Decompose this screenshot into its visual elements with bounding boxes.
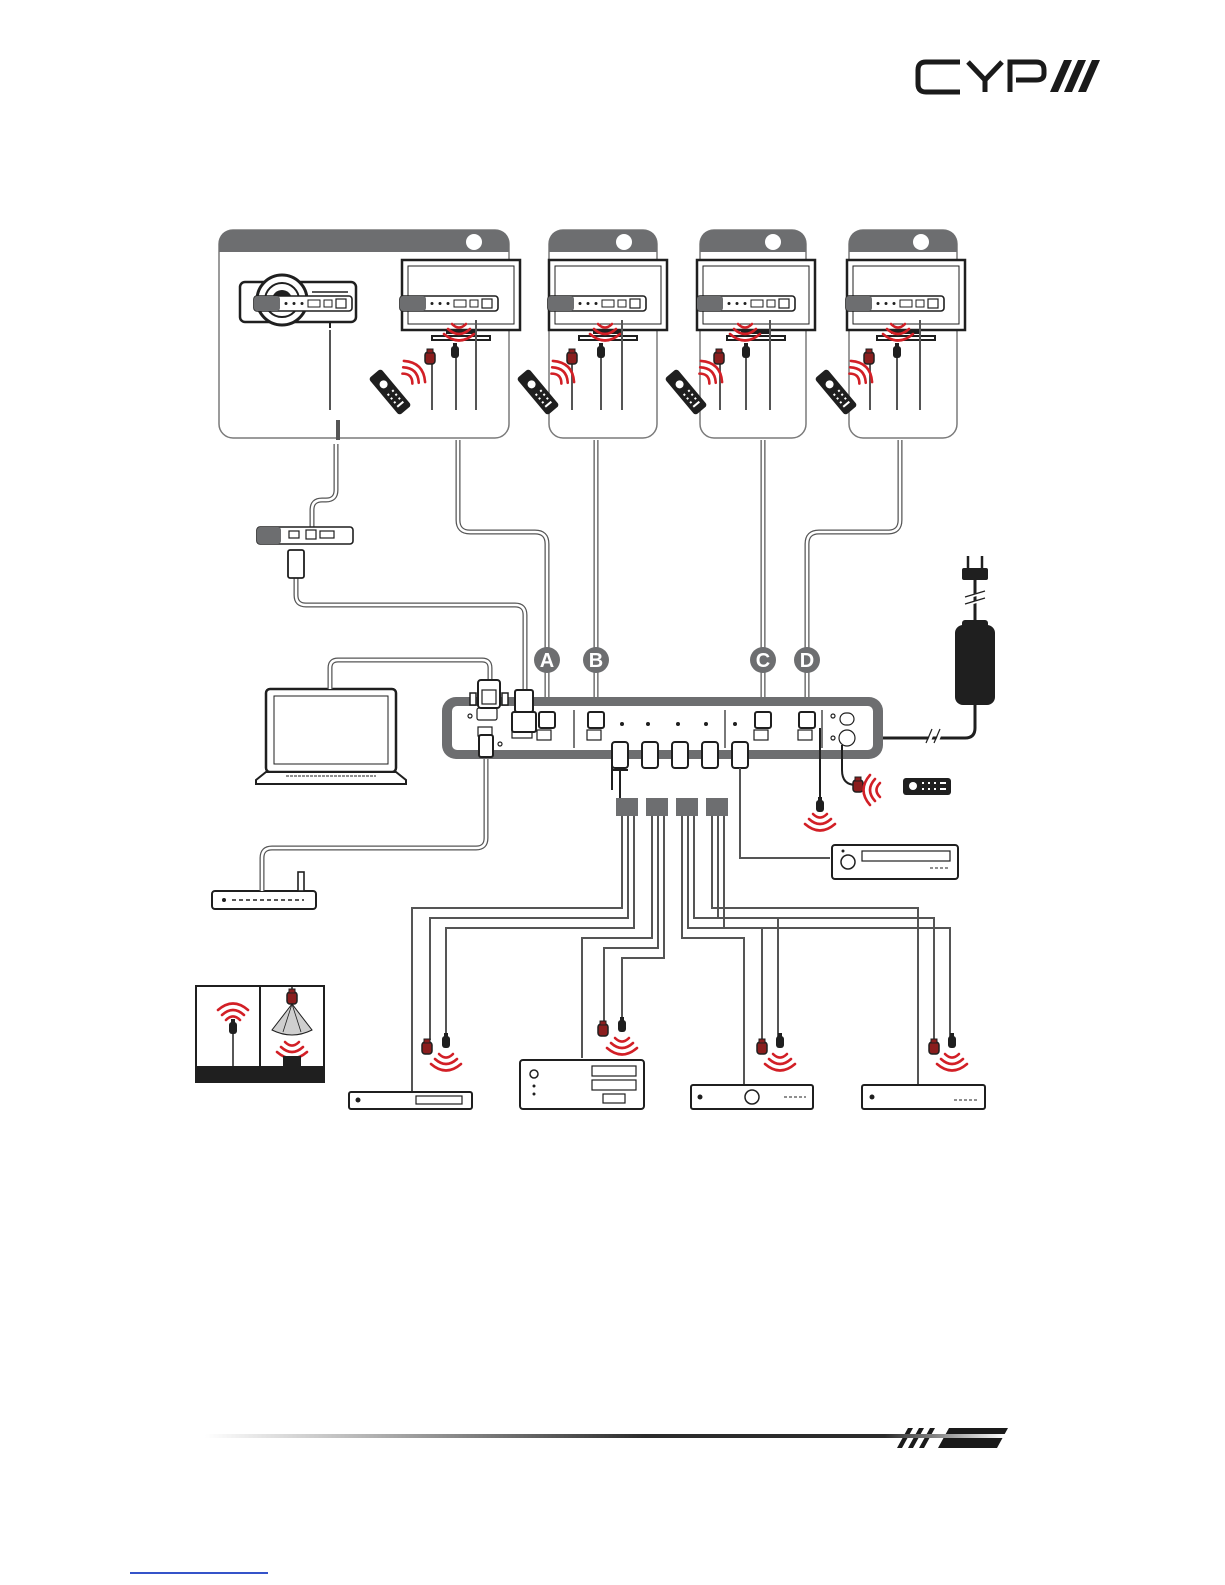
hdbaset-receiver-icon <box>254 296 352 311</box>
laptop-icon <box>256 689 406 784</box>
ir-blaster-icon <box>422 1039 432 1054</box>
hdbaset-receiver-icon <box>400 296 498 311</box>
ir-blaster-icon <box>425 349 435 364</box>
ir-blaster-icon <box>853 777 863 792</box>
ir-blaster-icon <box>714 349 724 364</box>
rs232-connector <box>470 680 508 708</box>
blu-ray-player-icon <box>862 1085 985 1109</box>
audio-amplifier-icon <box>832 845 958 879</box>
power-plug-icon <box>962 556 988 580</box>
port-label-d: D <box>794 647 820 673</box>
hdbaset-transmitter-icon <box>257 527 353 578</box>
matrix-switch-icon <box>442 697 883 759</box>
remote-control-icon <box>903 778 951 795</box>
ir-signal-icon <box>607 1038 637 1055</box>
footer-rule <box>205 1434 1005 1438</box>
ir-signal-icon <box>431 1054 461 1071</box>
svg-text:B: B <box>589 650 603 672</box>
ir-signal-icon <box>765 1054 795 1071</box>
port-label-c: C <box>750 647 776 673</box>
hdbaset-receiver-icon <box>548 296 646 311</box>
ir-signal-icon <box>937 1054 967 1071</box>
power-adapter-icon <box>955 620 995 705</box>
footer-logo-mark <box>897 1428 1008 1448</box>
ir-blaster-icon <box>864 349 874 364</box>
cyp-logo <box>918 60 1100 92</box>
svg-text:A: A <box>540 650 554 672</box>
ir-blaster-icon <box>757 1039 767 1054</box>
blu-ray-player-icon <box>349 1092 472 1109</box>
ir-receiver-icon <box>618 1017 626 1032</box>
ir-blaster-icon <box>567 349 577 364</box>
ir-receiver-icon <box>816 797 824 812</box>
ir-placement-inset <box>196 986 324 1082</box>
pc-tower-icon <box>520 1060 644 1109</box>
hdmi-connector <box>512 690 536 732</box>
footer-link-underline[interactable] <box>130 1572 268 1574</box>
ir-receiver-icon <box>442 1033 450 1048</box>
ir-blaster-icon <box>598 1021 608 1036</box>
port-label-b: B <box>583 647 609 673</box>
ir-signal-icon <box>805 814 835 831</box>
hdbaset-receiver-icon <box>697 296 795 311</box>
hdbaset-receiver-icon <box>846 296 944 311</box>
port-label-a: A <box>534 647 560 673</box>
svg-text:D: D <box>800 650 814 672</box>
set-top-box-icon <box>691 1085 813 1109</box>
ir-blaster-icon <box>929 1039 939 1054</box>
svg-text:C: C <box>756 650 770 672</box>
